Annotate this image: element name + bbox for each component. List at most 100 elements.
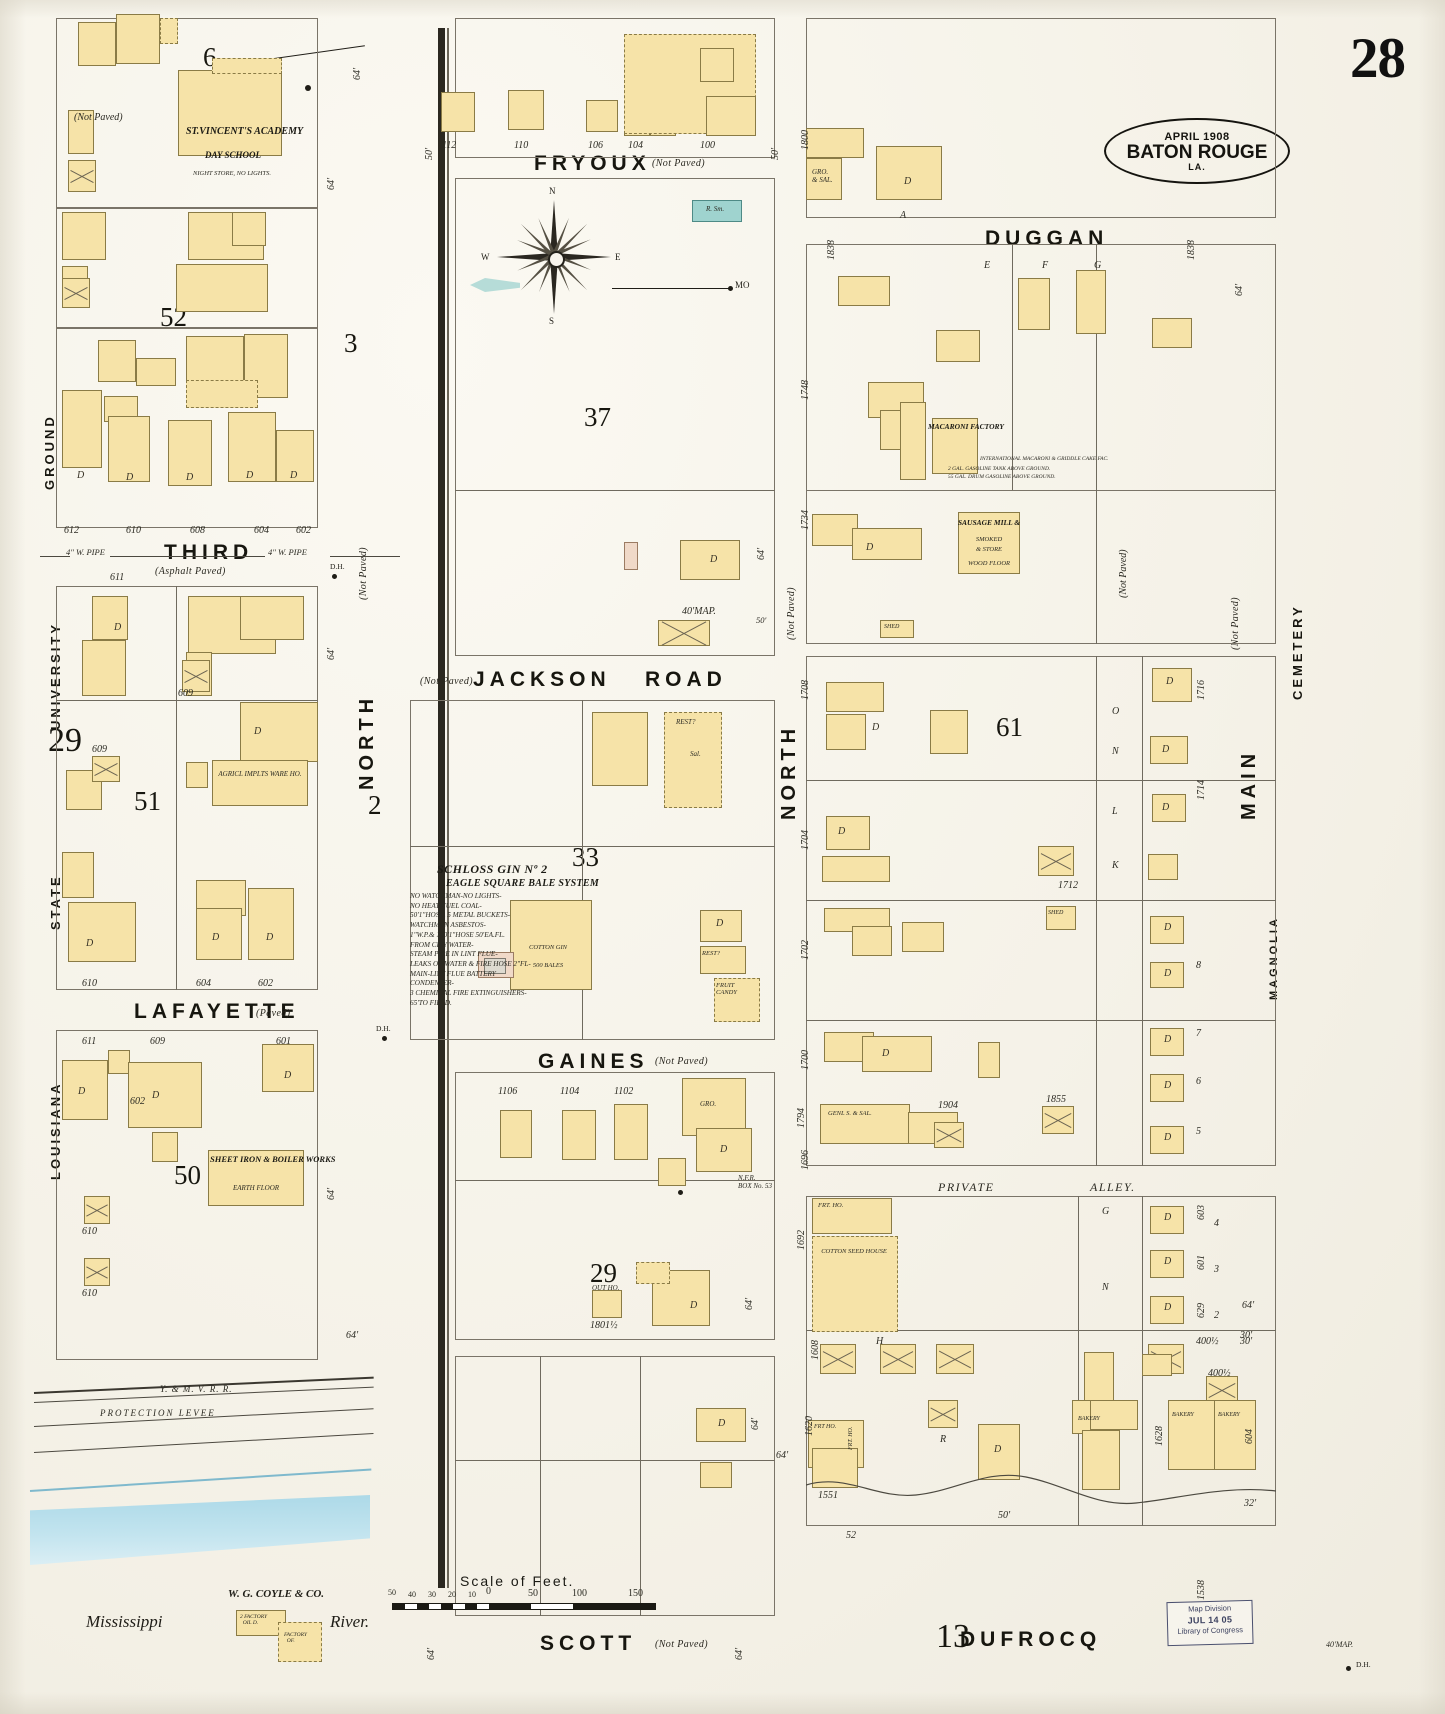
building-letter-d: D bbox=[290, 470, 298, 481]
structure-number: 400½ bbox=[1208, 1368, 1231, 1379]
gin-note: MAIN-LINT FLUE BATTERY bbox=[410, 969, 496, 978]
label-schloss-gin-system: EAGLE SQUARE BALE SYSTEM bbox=[446, 878, 600, 889]
label-macaroni-note3: 55 GAL. DRUM GASOLINE ABOVE GROUND. bbox=[948, 474, 1056, 480]
scale-tick-0: 0 bbox=[486, 1586, 491, 1597]
building-yellow bbox=[186, 336, 244, 386]
block-number-61: 61 bbox=[996, 712, 1023, 742]
house-number-1104: 1104 bbox=[560, 1086, 580, 1097]
compass-bird-glyph bbox=[470, 278, 520, 292]
lot-dimension: (Not Paved) bbox=[1118, 549, 1129, 598]
building-sausage-mill bbox=[958, 512, 1020, 574]
house-number: 604 bbox=[196, 978, 211, 989]
hydrant-label: D.H. bbox=[376, 1024, 391, 1033]
house-number-608: 608 bbox=[190, 525, 205, 536]
building-yellow bbox=[700, 946, 746, 974]
lot-dimension: 629 bbox=[1196, 1303, 1207, 1318]
building-yellow bbox=[658, 1158, 686, 1186]
compass-label-s: S bbox=[549, 316, 555, 326]
hydrant-dot bbox=[332, 574, 337, 579]
building-x-marked bbox=[182, 660, 210, 692]
building-x-marked bbox=[68, 160, 96, 192]
meridian-line bbox=[612, 286, 733, 291]
building-yellow bbox=[68, 902, 136, 962]
street-label-lafayette: LAFAYETTE bbox=[134, 1000, 300, 1023]
street-label-private: PRIVATE bbox=[938, 1180, 995, 1194]
building-yellow-dashed bbox=[186, 380, 258, 408]
structure-number: 1712 bbox=[1058, 880, 1078, 891]
building-x-marked bbox=[880, 1344, 916, 1374]
building-teal-small bbox=[692, 200, 742, 222]
building-letter-d: D bbox=[994, 1444, 1002, 1455]
label-gro-sal: GRO.& SAL. bbox=[812, 168, 833, 185]
building-yellow bbox=[930, 710, 968, 754]
house-number-612: 612 bbox=[64, 525, 79, 536]
building-yellow bbox=[826, 682, 884, 712]
building-letter-d: D bbox=[1164, 922, 1172, 933]
street-label-gaines: GAINES bbox=[538, 1050, 649, 1073]
street-paved-north-west: (Not Paved) bbox=[358, 547, 369, 600]
label-cotton-seed-house: COTTON SEED HOUSE bbox=[821, 1248, 887, 1255]
building-academy-wing bbox=[212, 58, 282, 74]
gin-note: CONDENSER- bbox=[410, 979, 454, 988]
building-yellow bbox=[62, 1060, 108, 1120]
building-yellow bbox=[82, 640, 126, 696]
page-edge-shadow-top bbox=[0, 0, 1445, 18]
building-yellow bbox=[168, 420, 212, 486]
compass-hub bbox=[547, 250, 565, 268]
lot-dimension: 1714 bbox=[1196, 780, 1207, 800]
building-yellow bbox=[108, 416, 150, 482]
label-bakery: BAKERY bbox=[1172, 1412, 1194, 1418]
scale-tick-150: 150 bbox=[628, 1588, 643, 1599]
street-label-alley: ALLEY. bbox=[1090, 1180, 1136, 1194]
label-ho: FRT. HO. bbox=[848, 1426, 854, 1450]
building-yellow bbox=[62, 852, 94, 898]
building-shed bbox=[1046, 906, 1076, 930]
cartouche-state: LA. bbox=[1188, 161, 1206, 172]
label-macaroni-factory: MACARONI FACTORY bbox=[928, 422, 1004, 431]
lot-letter-h: H bbox=[876, 1336, 884, 1347]
lot-dimension: 1702 bbox=[800, 940, 811, 960]
lot-dimension: 64' bbox=[326, 1187, 337, 1200]
building-yellow bbox=[500, 1110, 532, 1158]
gin-note: WATCHMAN ASBESTOS- bbox=[410, 921, 486, 930]
building-yellow bbox=[812, 1198, 892, 1234]
building-yellow bbox=[700, 48, 734, 82]
lot-block29 bbox=[56, 586, 318, 990]
building-yellow bbox=[706, 96, 756, 136]
street-label-road: ROAD bbox=[645, 668, 727, 691]
scale-bar bbox=[392, 1603, 656, 1610]
building-letter-d: D bbox=[1164, 968, 1172, 979]
label-schloss-gin: SCHLOSS GIN Nº 2 bbox=[437, 862, 548, 876]
lot-dimension: 604 bbox=[1244, 1429, 1255, 1444]
label-protection-levee: PROTECTION LEVEE bbox=[100, 1408, 216, 1418]
title-cartouche: APRIL 1908 BATON ROUGE LA. bbox=[1104, 118, 1290, 184]
lot-dimension: 1538 bbox=[1196, 1580, 1207, 1600]
building-yellow bbox=[700, 1462, 732, 1488]
street-paved-lafayette: (Paved) bbox=[256, 1008, 291, 1019]
building-yellow bbox=[1152, 794, 1186, 822]
house-number: 610 bbox=[82, 1226, 97, 1237]
lot-dimension: 1620 bbox=[804, 1416, 815, 1436]
building-yellow bbox=[1152, 668, 1192, 702]
building-yellow bbox=[1076, 270, 1106, 334]
dimension-64: 64' bbox=[776, 1450, 789, 1461]
label-railroad: Y. & M. V. R. R. bbox=[160, 1384, 233, 1394]
building-yellow bbox=[128, 1062, 202, 1128]
building-yellow-dashed bbox=[160, 18, 178, 44]
lot-dimension: 1704 bbox=[800, 830, 811, 850]
label-nfr: N.F.R.BOX No. 53 bbox=[738, 1174, 773, 1191]
building-letter-d: D bbox=[114, 622, 122, 633]
lot-letter-f: F bbox=[1042, 260, 1049, 271]
building-grey-engine bbox=[484, 958, 506, 974]
building-dashed bbox=[636, 1262, 670, 1284]
lot-block61 bbox=[806, 656, 1276, 1166]
lot-gaines-block bbox=[455, 1072, 775, 1340]
lot-dimension: 64' bbox=[744, 1297, 755, 1310]
scale-tick-30: 30 bbox=[428, 1590, 436, 1599]
building-x-marked bbox=[936, 1344, 974, 1374]
gin-note: 65'TO FIELD. bbox=[410, 998, 452, 1007]
building-x-marked bbox=[84, 1196, 110, 1224]
block-number-33: 33 bbox=[572, 842, 599, 872]
dimension-30b: 30' bbox=[1240, 1330, 1253, 1341]
label-macaroni-note2: 2 GAL. GASOLINE TANK ABOVE GROUND. bbox=[948, 466, 1051, 472]
